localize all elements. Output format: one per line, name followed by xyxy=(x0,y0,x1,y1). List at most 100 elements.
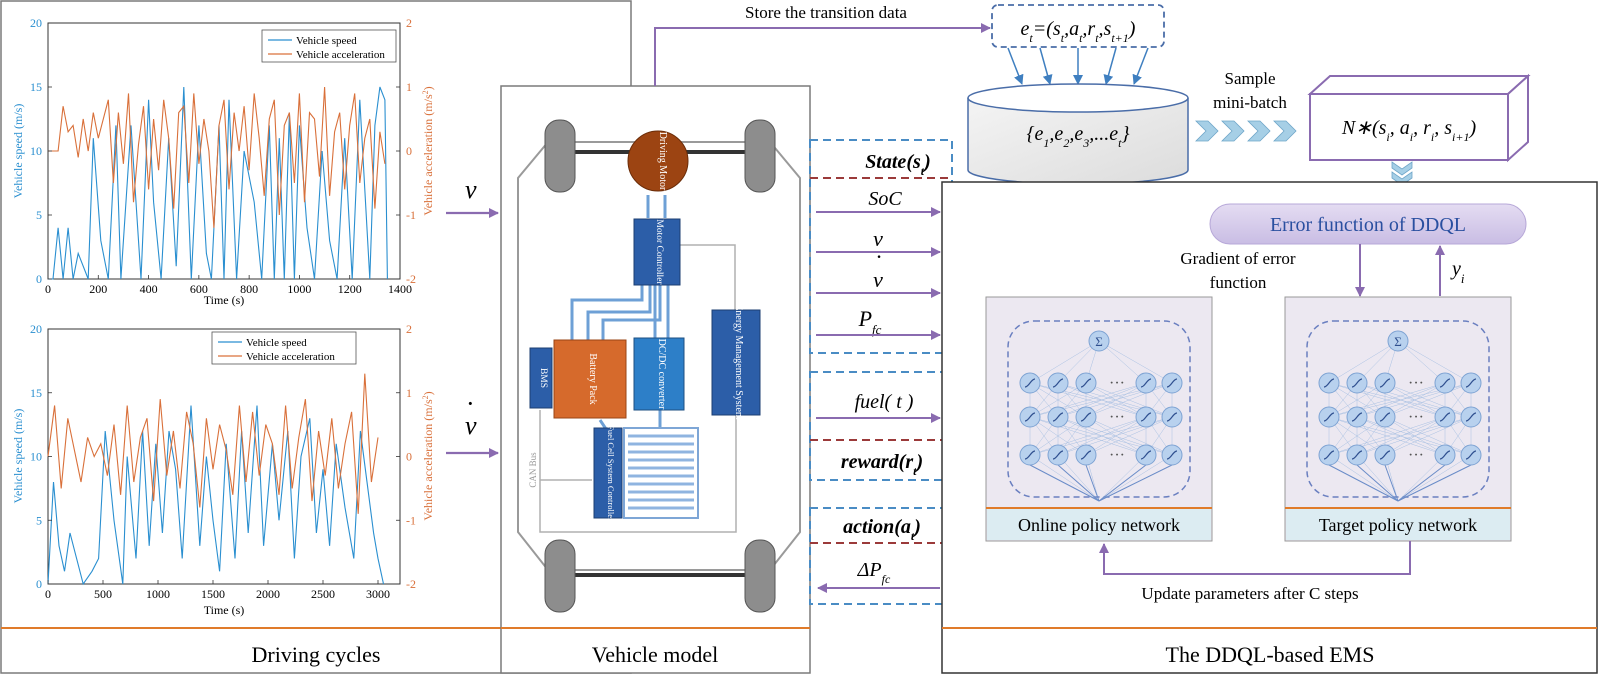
online-net-label-bg xyxy=(987,509,1211,540)
speed-series-line xyxy=(47,405,385,586)
output-neuron xyxy=(1387,330,1409,352)
yi-sub: i xyxy=(1461,271,1465,286)
chart-1-legend-box xyxy=(261,29,397,63)
online-policy-network: Online policy network ·········Σ xyxy=(985,296,1213,542)
bms-label: BMS xyxy=(538,368,548,388)
v-input-label: v xyxy=(465,175,477,204)
mb-prefix: N∗(s xyxy=(1341,117,1387,139)
y2-tick-label: 1 xyxy=(406,80,412,94)
chart-1-speed-series xyxy=(48,86,388,280)
vdot-input-label: v xyxy=(465,411,477,440)
y2-tick-label: 1 xyxy=(406,386,412,400)
tr-e: e xyxy=(1021,18,1030,40)
buffer-set: {e1,e2,e3,...et} xyxy=(1027,123,1130,150)
sigmoid-icon xyxy=(1439,412,1451,422)
can-bus-label: CAN Bus xyxy=(528,452,538,488)
chart-1-y2label: Vehicle acceleration (m/s2) xyxy=(421,86,436,215)
sigmoid-icon xyxy=(1351,450,1363,460)
sigmoid-icon xyxy=(1351,412,1363,422)
pfc-main: P xyxy=(858,306,872,331)
energy-management-system xyxy=(711,309,761,416)
sigmoid-icon xyxy=(1140,450,1152,460)
chart-1-accel-series xyxy=(48,86,386,228)
sigmoid-icon xyxy=(1024,450,1036,460)
store-label: Store the transition data xyxy=(745,3,907,22)
y-tick-label: 20 xyxy=(30,322,42,336)
target-policy-network: Target policy network ·········Σ xyxy=(1284,296,1512,542)
can-bus-wiring xyxy=(539,244,737,533)
sigmoid-icon xyxy=(1166,450,1178,460)
vehicle-model-panel: Vehicle model Driving Mo xyxy=(500,85,811,674)
y-tick-label: 5 xyxy=(36,513,42,527)
motor-controller xyxy=(633,218,681,286)
x-tick-label: 1000 xyxy=(287,282,311,296)
mb-r-sub: i xyxy=(1431,130,1434,144)
y2-tick-label: -2 xyxy=(406,272,416,286)
fuel-signal-label: fuel( t ) xyxy=(855,391,914,413)
mini-batch-formula: N∗(si, ai, ri, si+1) xyxy=(1341,117,1477,144)
wheel-front-right xyxy=(744,119,776,193)
chart-1-ylabel: Vehicle speed (m/s) xyxy=(11,104,25,199)
bs-3: ,e xyxy=(1069,123,1083,145)
x-tick-label: 3000 xyxy=(366,587,390,601)
state-word: State xyxy=(865,151,906,173)
network-input-arrows xyxy=(1029,464,1173,502)
chart-2-y2label-close: ) xyxy=(421,391,435,395)
pfc-sub: fc xyxy=(872,322,882,337)
chart-2-accel-series xyxy=(47,373,379,514)
vehicle-panel-title: Vehicle model xyxy=(592,642,718,667)
network-frame xyxy=(1007,320,1191,498)
x-tick-label: 0 xyxy=(45,587,51,601)
wheel-rear-right xyxy=(744,539,776,613)
output-neuron xyxy=(1088,330,1110,352)
battery-pack xyxy=(553,339,627,419)
x-tick-label: 1400 xyxy=(388,282,412,296)
y2-tick-label: 0 xyxy=(406,450,412,464)
chart-2-speed-series xyxy=(47,405,385,586)
action-label: action(at) xyxy=(843,516,921,543)
chart-2-legend-speed: Vehicle speed xyxy=(246,337,307,349)
dpfc-main: ΔP xyxy=(857,559,882,581)
y-tick-label: 20 xyxy=(30,16,42,30)
y2-tick-label: -1 xyxy=(406,513,416,527)
dcdc-converter xyxy=(633,337,685,411)
mb-r: , r xyxy=(1413,117,1431,139)
y-tick-label: 0 xyxy=(36,272,42,286)
x-tick-label: 1000 xyxy=(146,587,170,601)
network-ellipsis: ··· xyxy=(1109,409,1125,426)
state-label: State(st) xyxy=(865,151,931,178)
y2-tick-label: -2 xyxy=(406,577,416,591)
mb-s2: , s xyxy=(1434,117,1452,139)
v-signal-label: v xyxy=(873,226,883,251)
transition-box xyxy=(991,4,1165,48)
sigmoid-icon xyxy=(1351,378,1363,388)
network-nodes: ·········Σ xyxy=(1318,330,1482,466)
update-label: Update parameters after C steps xyxy=(1141,584,1358,603)
x-tick-label: 500 xyxy=(94,587,112,601)
motor-controller-label: Motor Controller xyxy=(654,219,664,285)
sigmoid-icon xyxy=(1080,412,1092,422)
driving-motor-text: Driving Motor xyxy=(657,132,668,191)
x-tick-label: 200 xyxy=(89,282,107,296)
store-arrow xyxy=(654,23,991,86)
chart-1-y2label-main: Vehicle acceleration (m/s xyxy=(421,94,435,216)
sigma-icon: Σ xyxy=(1095,334,1103,349)
fan-arrow xyxy=(1039,47,1053,85)
bs-1-sub: 1 xyxy=(1043,136,1049,150)
speed-series-line xyxy=(48,86,388,280)
y-tick-label: 15 xyxy=(30,386,42,400)
network-ellipsis: ··· xyxy=(1408,375,1424,392)
sigmoid-icon xyxy=(1052,450,1064,460)
x-tick-label: 2500 xyxy=(311,587,335,601)
action-sub: a xyxy=(901,516,911,538)
sample-chevron xyxy=(1195,120,1219,142)
tr-r: ,r xyxy=(1082,18,1095,40)
chart-2-y2label-sup: 2 xyxy=(421,395,430,399)
signals-column: State(st) SoC v · v Pfc fuel( t ) reward… xyxy=(809,139,953,605)
sample-chevron xyxy=(1221,120,1245,142)
fan-arrow xyxy=(1007,47,1024,85)
pfc-signal-label: Pfc xyxy=(858,306,882,337)
vdot-input-dot: · xyxy=(466,389,475,418)
y-tick-label: 15 xyxy=(30,80,42,94)
